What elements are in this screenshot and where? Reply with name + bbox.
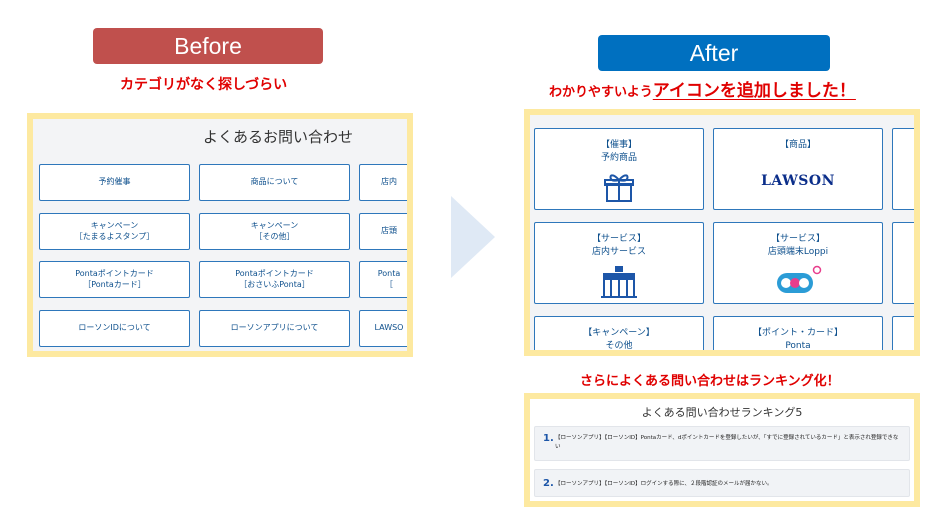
faq-title: よくあるお問い合わせ — [203, 128, 354, 146]
before-label: Before — [93, 28, 323, 64]
faq-button-ponta-card[interactable]: Pontaポイントカード［Pontaカード］ — [39, 261, 190, 298]
faq-button-lawson-app[interactable]: ローソンアプリについて — [199, 310, 350, 347]
faq-button-in-store[interactable]: 店内 — [359, 164, 407, 201]
after-screenshot-frame: 【催事】予約商品 【商品】 LAWSON 【サービス】店内サービス — [524, 109, 920, 356]
faq-button-campaign-stamp[interactable]: キャンペーン［たまるよスタンプ］ — [39, 213, 190, 250]
before-screenshot-frame: よくあるお問い合わせ 予約催事 商品について 店内 キャンペーン［たまるよスタン… — [27, 113, 413, 357]
category-tile-reservation[interactable]: 【催事】予約商品 — [534, 128, 704, 210]
category-tile-partial-3[interactable] — [892, 316, 914, 350]
after-category-panel: 【催事】予約商品 【商品】 LAWSON 【サービス】店内サービス — [530, 115, 914, 350]
category-tile-ponta[interactable]: 【ポイント・カード】Ponta — [713, 316, 883, 350]
before-caption: カテゴリがなく探しづらい — [120, 77, 288, 93]
category-tile-in-store-service[interactable]: 【サービス】店内サービス — [534, 222, 704, 304]
ranking-caption: さらによくある問い合わせはランキング化！ — [580, 374, 840, 389]
ranking-question: 【ローソンアプリ】【ローソンID】Pontaカード、dポイントカードを登録したい… — [555, 435, 899, 451]
ranking-title: よくある問い合わせランキング5 — [641, 406, 803, 419]
ranking-item[interactable]: 1. 【ローソンアプリ】【ローソンID】Pontaカード、dポイントカードを登録… — [534, 426, 910, 461]
after-caption-prefix: わかりやすいよう — [549, 85, 653, 100]
faq-button-lawson-id[interactable]: ローソンIDについて — [39, 310, 190, 347]
faq-button-lawson-partial[interactable]: LAWSO — [359, 310, 407, 347]
store-icon — [601, 266, 637, 298]
faq-button-reservation-event[interactable]: 予約催事 — [39, 164, 190, 201]
loppi-logo — [777, 265, 822, 293]
ranking-number: 2. — [543, 478, 554, 489]
lawson-logo: LAWSON — [761, 173, 835, 189]
after-label: After — [598, 35, 830, 71]
category-tile-products[interactable]: 【商品】 LAWSON — [713, 128, 883, 210]
category-tile-partial-1[interactable] — [892, 128, 914, 210]
faq-button-ponta-partial[interactable]: Ponta［ — [359, 261, 407, 298]
after-caption-highlight: アイコンを追加しました！ — [652, 81, 856, 101]
faq-button-osaifu-ponta[interactable]: Pontaポイントカード［おさいふPonta］ — [199, 261, 350, 298]
category-tile-loppi[interactable]: 【サービス】店頭端末Loppi — [713, 222, 883, 304]
chevron-right-icon — [451, 196, 495, 278]
ranking-screenshot-frame: よくある問い合わせランキング5 1. 【ローソンアプリ】【ローソンID】Pont… — [524, 393, 920, 507]
after-caption: わかりやすいようアイコンを追加しました！ — [549, 76, 856, 101]
gift-icon — [604, 174, 634, 202]
category-tile-partial-2[interactable] — [892, 222, 914, 304]
faq-button-storefront[interactable]: 店頭 — [359, 213, 407, 250]
ranking-number: 1. — [543, 433, 554, 444]
ranking-question: 【ローソンアプリ】【ローソンID】ログインする際に、２段階認証のメールが届かない… — [555, 481, 773, 487]
faq-button-products[interactable]: 商品について — [199, 164, 350, 201]
ranking-panel: よくある問い合わせランキング5 1. 【ローソンアプリ】【ローソンID】Pont… — [530, 399, 914, 501]
before-faq-panel: よくあるお問い合わせ 予約催事 商品について 店内 キャンペーン［たまるよスタン… — [33, 119, 407, 351]
faq-button-campaign-other[interactable]: キャンペーン［その他］ — [199, 213, 350, 250]
ranking-item[interactable]: 2. 【ローソンアプリ】【ローソンID】ログインする際に、２段階認証のメールが届… — [534, 469, 910, 497]
category-tile-campaign-other[interactable]: 【キャンペーン】その他 — [534, 316, 704, 350]
